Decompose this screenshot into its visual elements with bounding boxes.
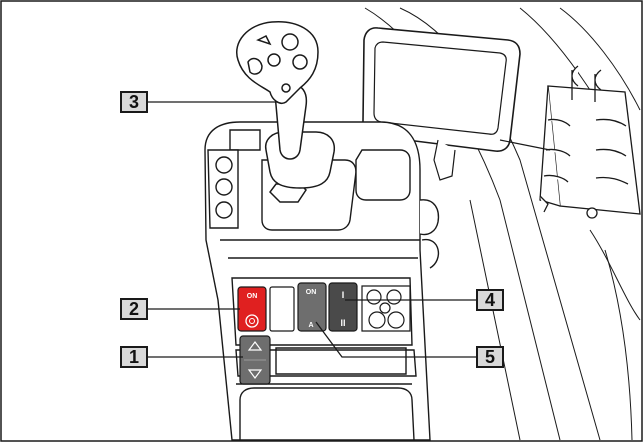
on-a-switch-a-label: A xyxy=(308,322,313,329)
range-switch-i-label: I xyxy=(342,290,345,300)
callout-3: 3 xyxy=(120,91,148,113)
red-on-switch: ON xyxy=(237,286,267,332)
joystick xyxy=(236,21,336,203)
terminal-display xyxy=(362,27,551,181)
rocker-up-arrow-icon xyxy=(247,341,263,351)
leader-line-5 xyxy=(315,321,476,358)
callout-5: 5 xyxy=(476,346,504,368)
callout-1: 1 xyxy=(120,346,148,368)
round-buttons-cluster xyxy=(361,285,411,332)
on-a-switch-on-label: ON xyxy=(306,289,317,296)
up-down-rocker-switch xyxy=(239,335,271,385)
rocker-down-arrow-icon xyxy=(247,369,263,379)
callout-leader-lines xyxy=(148,101,476,358)
blank-switch-slot xyxy=(269,286,295,332)
range-switch-ii-label: II xyxy=(340,318,345,328)
red-switch-symbol-icon xyxy=(245,314,259,328)
range-i-ii-switch: I II xyxy=(328,282,358,332)
on-a-switch: ON A xyxy=(297,282,327,332)
red-switch-on-label: ON xyxy=(247,293,258,300)
callout-2: 2 xyxy=(120,298,148,320)
callout-4: 4 xyxy=(476,289,504,311)
